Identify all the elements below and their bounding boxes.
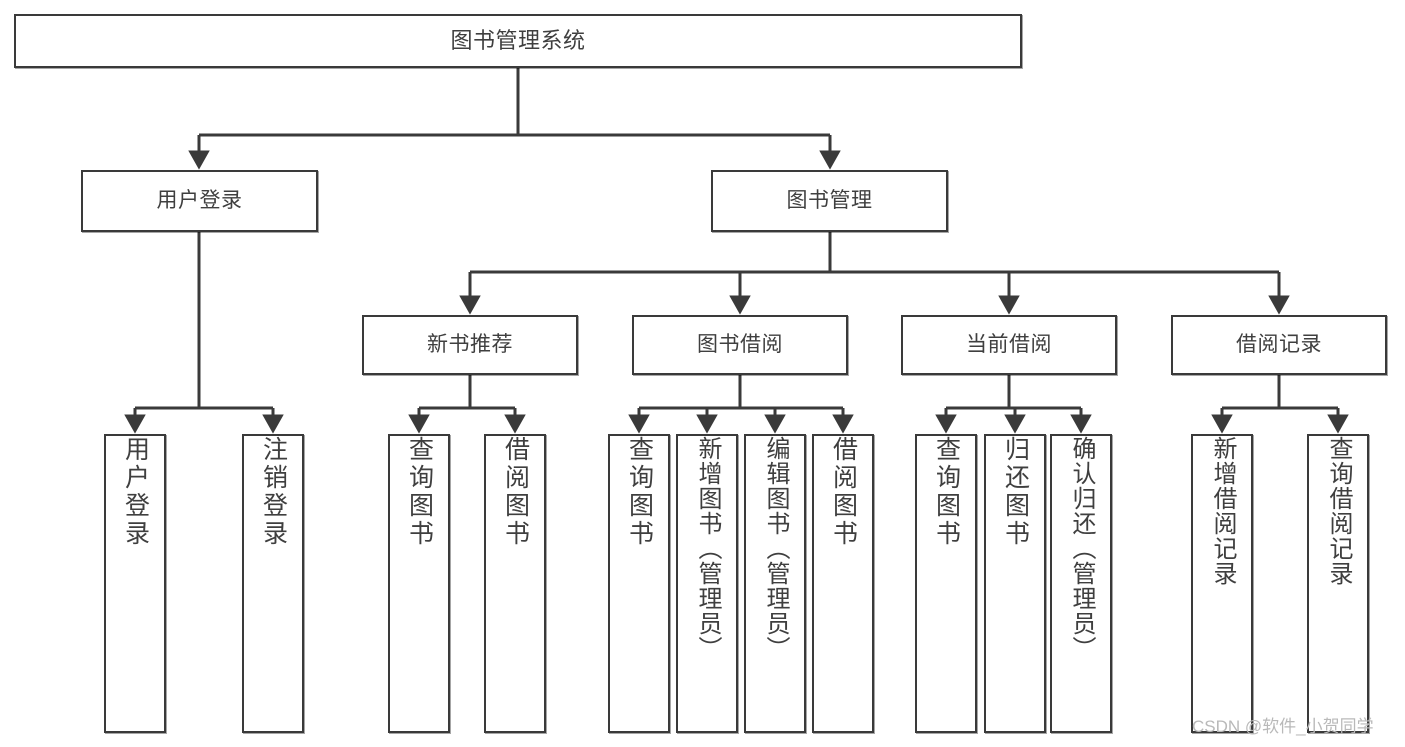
node-label: 查询借阅记录 [1325,436,1352,586]
node-book-borrow[interactable]: 图书借阅 [632,315,848,375]
node-label: 归还图书 [1001,436,1030,548]
node-label: 新书推荐 [427,333,513,357]
node-label: 借阅图书 [501,436,530,548]
node-leaf-user-login[interactable]: 用户登录 [104,434,166,733]
node-label: 注销登录 [259,436,288,548]
node-borrow-records[interactable]: 借阅记录 [1171,315,1387,375]
node-label: 新增借阅记录 [1209,436,1236,586]
node-leaf-add-borrow-record[interactable]: 新增借阅记录 [1191,434,1253,733]
node-book-management[interactable]: 图书管理 [711,170,948,232]
node-leaf-query-books-recommendation[interactable]: 查询图书 [388,434,450,733]
node-label: 借阅记录 [1236,333,1322,357]
node-label: 用户登录 [121,436,150,548]
node-label: 确认归还（管理员） [1068,436,1095,661]
node-label: 当前借阅 [966,333,1052,357]
node-label: 编辑图书（管理员） [762,436,789,661]
node-leaf-borrow-books-recommendation[interactable]: 借阅图书 [484,434,546,733]
node-leaf-query-books-borrow[interactable]: 查询图书 [608,434,670,733]
node-label: 图书借阅 [697,333,783,357]
node-label: 图书管理 [786,189,873,213]
node-user-login[interactable]: 用户登录 [81,170,318,232]
node-leaf-borrow-books[interactable]: 借阅图书 [812,434,874,733]
node-label: 查询图书 [405,436,434,548]
node-label: 图书管理系统 [450,27,586,53]
node-leaf-confirm-return-admin[interactable]: 确认归还（管理员） [1050,434,1112,733]
node-root-system[interactable]: 图书管理系统 [14,14,1022,68]
node-label: 用户登录 [156,189,243,213]
node-leaf-edit-book-admin[interactable]: 编辑图书（管理员） [744,434,806,733]
node-leaf-add-book-admin[interactable]: 新增图书（管理员） [676,434,738,733]
csdn-watermark: CSDN @软件_小贺同学 [1192,717,1374,736]
node-current-borrow[interactable]: 当前借阅 [901,315,1117,375]
node-label: 借阅图书 [829,436,858,548]
node-label: 新增图书（管理员） [694,436,721,661]
node-new-book-recommendation[interactable]: 新书推荐 [362,315,578,375]
node-leaf-return-books[interactable]: 归还图书 [984,434,1046,733]
node-leaf-query-books-current[interactable]: 查询图书 [915,434,977,733]
node-leaf-logout[interactable]: 注销登录 [242,434,304,733]
node-label: 查询图书 [625,436,654,548]
node-label: 查询图书 [932,436,961,548]
node-leaf-query-borrow-record[interactable]: 查询借阅记录 [1307,434,1369,733]
